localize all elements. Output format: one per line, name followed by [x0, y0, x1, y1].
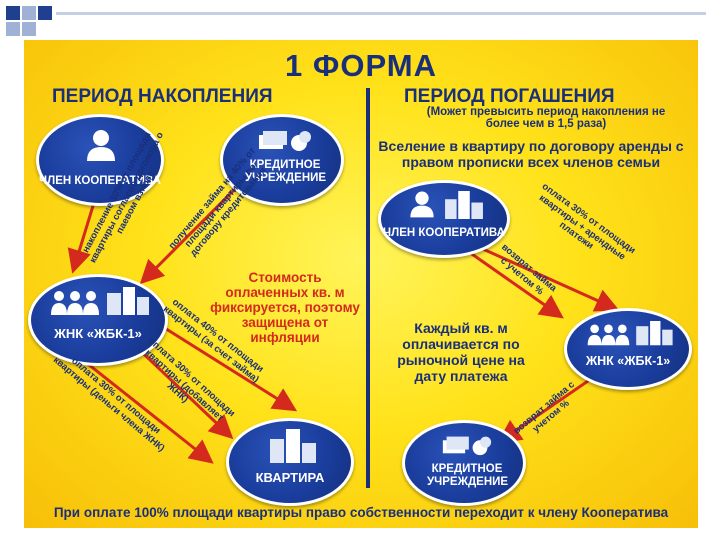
left-credit-node: КРЕДИТНОЕ УЧРЕЖДЕНИЕ: [220, 114, 344, 206]
scheme-poster: 1 ФОРМА ПЕРИОД НАКОПЛЕНИЯ ПЕРИОД ПОГАШЕН…: [24, 40, 698, 528]
market-price-note: Каждый кв. м оплачивается по рыночной це…: [397, 320, 525, 384]
arrow-loan-return-member: [468, 250, 564, 319]
move-in-note: Вселение в квартиру по договору аренды с…: [378, 138, 684, 170]
people-building-icon: [587, 321, 673, 346]
right-zhnk-node: ЖНК «ЖБК-1»: [564, 308, 692, 390]
slide-deco-line: [56, 12, 706, 15]
column-divider: [366, 88, 370, 488]
slide-deco-square: [22, 6, 36, 20]
slide-deco-square: [6, 22, 20, 36]
person-icon: [410, 191, 434, 218]
arrow-rent: [473, 243, 620, 312]
accumulation-heading: ПЕРИОД НАКОПЛЕНИЯ: [52, 86, 273, 107]
money-icon: [259, 131, 311, 151]
arrow-loan-return-zhnk: [497, 368, 605, 444]
people-building-icon: [51, 287, 149, 315]
left-credit-label: КРЕДИТНОЕ УЧРЕЖДЕНИЕ: [245, 159, 327, 184]
cost-fixed-note: Стоимость оплаченных кв. м фиксируется, …: [210, 270, 360, 345]
page-title: 1 ФОРМА: [285, 48, 437, 83]
person-icon: [87, 130, 115, 161]
right-credit-node: КРЕДИТНОЕ УЧРЕЖДЕНИЕ: [402, 420, 526, 506]
right-member-node: ЧЛЕН КООПЕРАТИВА: [378, 180, 510, 258]
apartment-label: КВАРТИРА: [255, 470, 325, 485]
building-icon: [445, 191, 483, 219]
repayment-subnote: (Может превысить период накопления не бо…: [426, 106, 666, 130]
slide-deco-square: [38, 6, 52, 20]
right-member-label: ЧЛЕН КООПЕРАТИВА: [383, 227, 505, 239]
arrow-zhnk-to-apartment-40: [143, 313, 298, 412]
slide-deco-square: [22, 22, 36, 36]
left-member-label: ЧЛЕН КООПЕРАТИВА: [39, 175, 161, 187]
apartment-node: КВАРТИРА: [226, 418, 354, 506]
money-icon: [442, 436, 492, 456]
building-icon: [270, 429, 316, 463]
right-zhnk-label: ЖНК «ЖБК-1»: [585, 354, 671, 368]
slide-deco-square: [6, 6, 20, 20]
arrow-zhnk-to-apartment-30: [127, 338, 234, 440]
right-credit-label: КРЕДИТНОЕ УЧРЕЖДЕНИЕ: [427, 463, 509, 488]
left-zhnk-node: ЖНК «ЖБК-1»: [28, 274, 168, 366]
left-zhnk-label: ЖНК «ЖБК-1»: [54, 326, 142, 341]
repayment-heading: ПЕРИОД ПОГАШЕНИЯ: [404, 86, 615, 107]
left-member-node: ЧЛЕН КООПЕРАТИВА: [36, 114, 164, 206]
arrow-credit-to-zhnk: [139, 183, 241, 285]
ownership-footer: При оплате 100% площади квартиры право с…: [53, 505, 669, 520]
